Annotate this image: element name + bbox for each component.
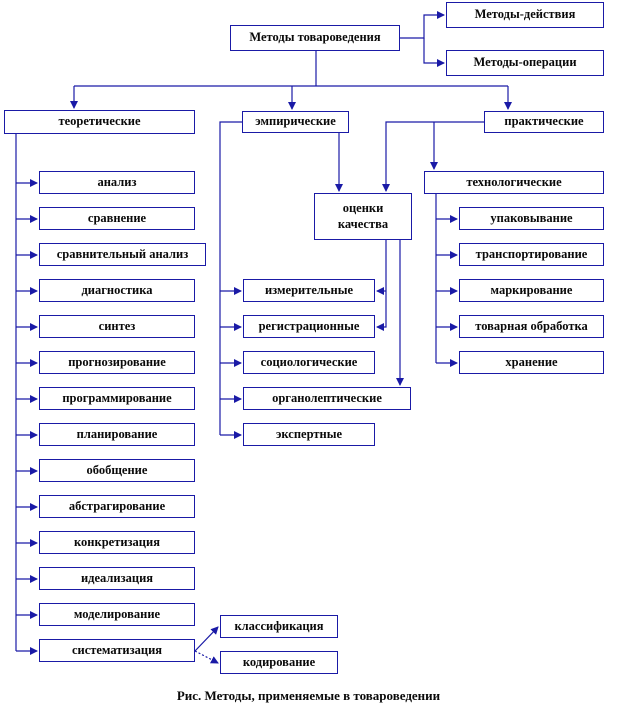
theoretical-item-label: обобщение bbox=[86, 462, 148, 477]
arrow-to-coding bbox=[194, 650, 219, 664]
technological-item-label: товарная обработка bbox=[475, 318, 588, 333]
root-box: Методы товароведения bbox=[230, 25, 400, 51]
theoretical-item: анализ bbox=[39, 171, 195, 194]
theoretical-item-label: сравнительный анализ bbox=[56, 246, 189, 261]
empirical-item: измерительные bbox=[243, 279, 375, 302]
theoretical-item: программирование bbox=[39, 387, 195, 410]
theoretical-item-label: планирование bbox=[76, 426, 158, 441]
theoretical-item-label: идеализация bbox=[80, 570, 154, 585]
technological-box: технологические bbox=[424, 171, 604, 194]
practical-box: практические bbox=[484, 111, 604, 133]
root-label: Методы товароведения bbox=[249, 30, 381, 45]
operations-box: Методы-операции bbox=[446, 50, 604, 76]
empirical-item: органолептические bbox=[243, 387, 411, 410]
technological-item: товарная обработка bbox=[459, 315, 604, 338]
theoretical-item: синтез bbox=[39, 315, 195, 338]
theoretical-item-label: сравнение bbox=[87, 210, 147, 225]
theoretical-box: теоретические bbox=[4, 110, 195, 134]
theoretical-item: абстрагирование bbox=[39, 495, 195, 518]
empirical-item-label: измерительные bbox=[264, 282, 354, 297]
theoretical-item: планирование bbox=[39, 423, 195, 446]
operations-label: Методы-операции bbox=[473, 55, 577, 70]
empirical-item-label: экспертные bbox=[275, 426, 343, 441]
technological-item-label: маркирование bbox=[490, 282, 573, 297]
systematization-subitem-label: классификация bbox=[234, 618, 324, 633]
theoretical-item: диагностика bbox=[39, 279, 195, 302]
systematization-subitem: классификация bbox=[220, 615, 338, 638]
practical-to-quality-assessment bbox=[382, 121, 484, 192]
theoretical-label: теоретические bbox=[58, 114, 141, 129]
figure-caption: Рис. Методы, применяемые в товароведении bbox=[176, 688, 441, 703]
theoretical-item-label: конкретизация bbox=[74, 534, 160, 549]
empirical-label: эмпирические bbox=[255, 114, 336, 129]
technological-item: маркирование bbox=[459, 279, 604, 302]
empirical-box: эмпирические bbox=[242, 111, 349, 133]
systematization-subitem-label: кодирование bbox=[242, 654, 316, 669]
theoretical-item-label: систематизация bbox=[71, 642, 163, 657]
technological-item-label: хранение bbox=[505, 354, 558, 369]
arrow-to-classification bbox=[194, 626, 219, 652]
technological-item: транспортирование bbox=[459, 243, 604, 266]
theoretical-item-label: программирование bbox=[62, 390, 172, 405]
technological-item: упаковывание bbox=[459, 207, 604, 230]
theoretical-item: прогнозирование bbox=[39, 351, 195, 374]
quality-assessment-label: оценки качества bbox=[337, 200, 389, 231]
empirical-item: регистрационные bbox=[243, 315, 375, 338]
theoretical-item: сравнительный анализ bbox=[39, 243, 206, 266]
actions-box: Методы-действия bbox=[446, 2, 604, 28]
quality-to-registration bbox=[376, 240, 387, 331]
theoretical-item-label: диагностика bbox=[81, 282, 153, 297]
actions-label: Методы-действия bbox=[474, 7, 576, 22]
theoretical-item: моделирование bbox=[39, 603, 195, 626]
theoretical-item: сравнение bbox=[39, 207, 195, 230]
empirical-item-label: социологические bbox=[260, 354, 358, 369]
quality-assessment-box: оценки качества bbox=[314, 193, 412, 240]
empirical-item-label: органолептические bbox=[272, 390, 382, 405]
theoretical-item: обобщение bbox=[39, 459, 195, 482]
arrow-to-actions bbox=[400, 11, 445, 39]
empirical-spine bbox=[219, 121, 242, 435]
theoretical-item-label: анализ bbox=[97, 174, 137, 189]
theoretical-item-label: моделирование bbox=[73, 606, 161, 621]
theoretical-item: идеализация bbox=[39, 567, 195, 590]
theoretical-item-label: прогнозирование bbox=[68, 354, 166, 369]
theoretical-item: конкретизация bbox=[39, 531, 195, 554]
technological-item: хранение bbox=[459, 351, 604, 374]
theoretical-item: систематизация bbox=[39, 639, 195, 662]
systematization-subitem: кодирование bbox=[220, 651, 338, 674]
theoretical-item-label: синтез bbox=[98, 318, 136, 333]
practical-label: практические bbox=[504, 114, 584, 129]
empirical-item-label: регистрационные bbox=[258, 318, 360, 333]
technological-item-label: транспортирование bbox=[475, 246, 588, 261]
empirical-item: экспертные bbox=[243, 423, 375, 446]
technological-label: технологические bbox=[466, 174, 562, 189]
theoretical-item-label: абстрагирование bbox=[68, 498, 166, 513]
arrow-to-operations bbox=[423, 38, 445, 67]
empirical-item: социологические bbox=[243, 351, 375, 374]
technological-item-label: упаковывание bbox=[490, 210, 573, 225]
